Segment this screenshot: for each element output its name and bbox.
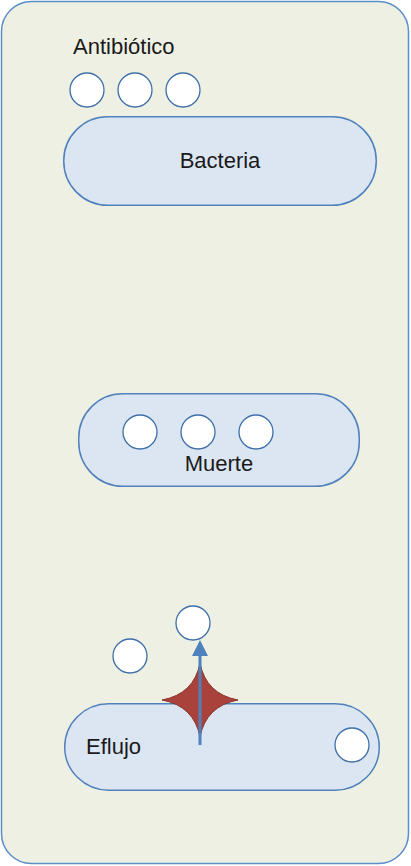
cell-box: Muerte [78,393,360,487]
cell-label: Bacteria [180,148,261,174]
antibiotic-circle [181,415,215,449]
cell-label: Eflujo [86,734,141,760]
antibiotic-circle [176,606,210,640]
cell-shape [79,394,360,487]
antibiotic-circle [113,639,147,673]
cell-shape [65,704,380,791]
cell-box: Eflujo [64,703,380,791]
antibiotic-label: Antibiótico [73,34,175,60]
antibiotic-circle [239,415,273,449]
cell-label: Muerte [185,451,253,477]
efflux-arrow-head [192,640,208,656]
antibiotic-circle [166,73,200,107]
cell-box: Bacteria [63,116,377,206]
antibiotic-circle [123,415,157,449]
antibiotic-circle [70,73,104,107]
antibiotic-circle [335,728,369,762]
cell-shape [64,117,377,206]
antibiotic-circle [118,73,152,107]
efflux-arrow-shaft [199,653,202,745]
efflux-pump [162,663,238,737]
